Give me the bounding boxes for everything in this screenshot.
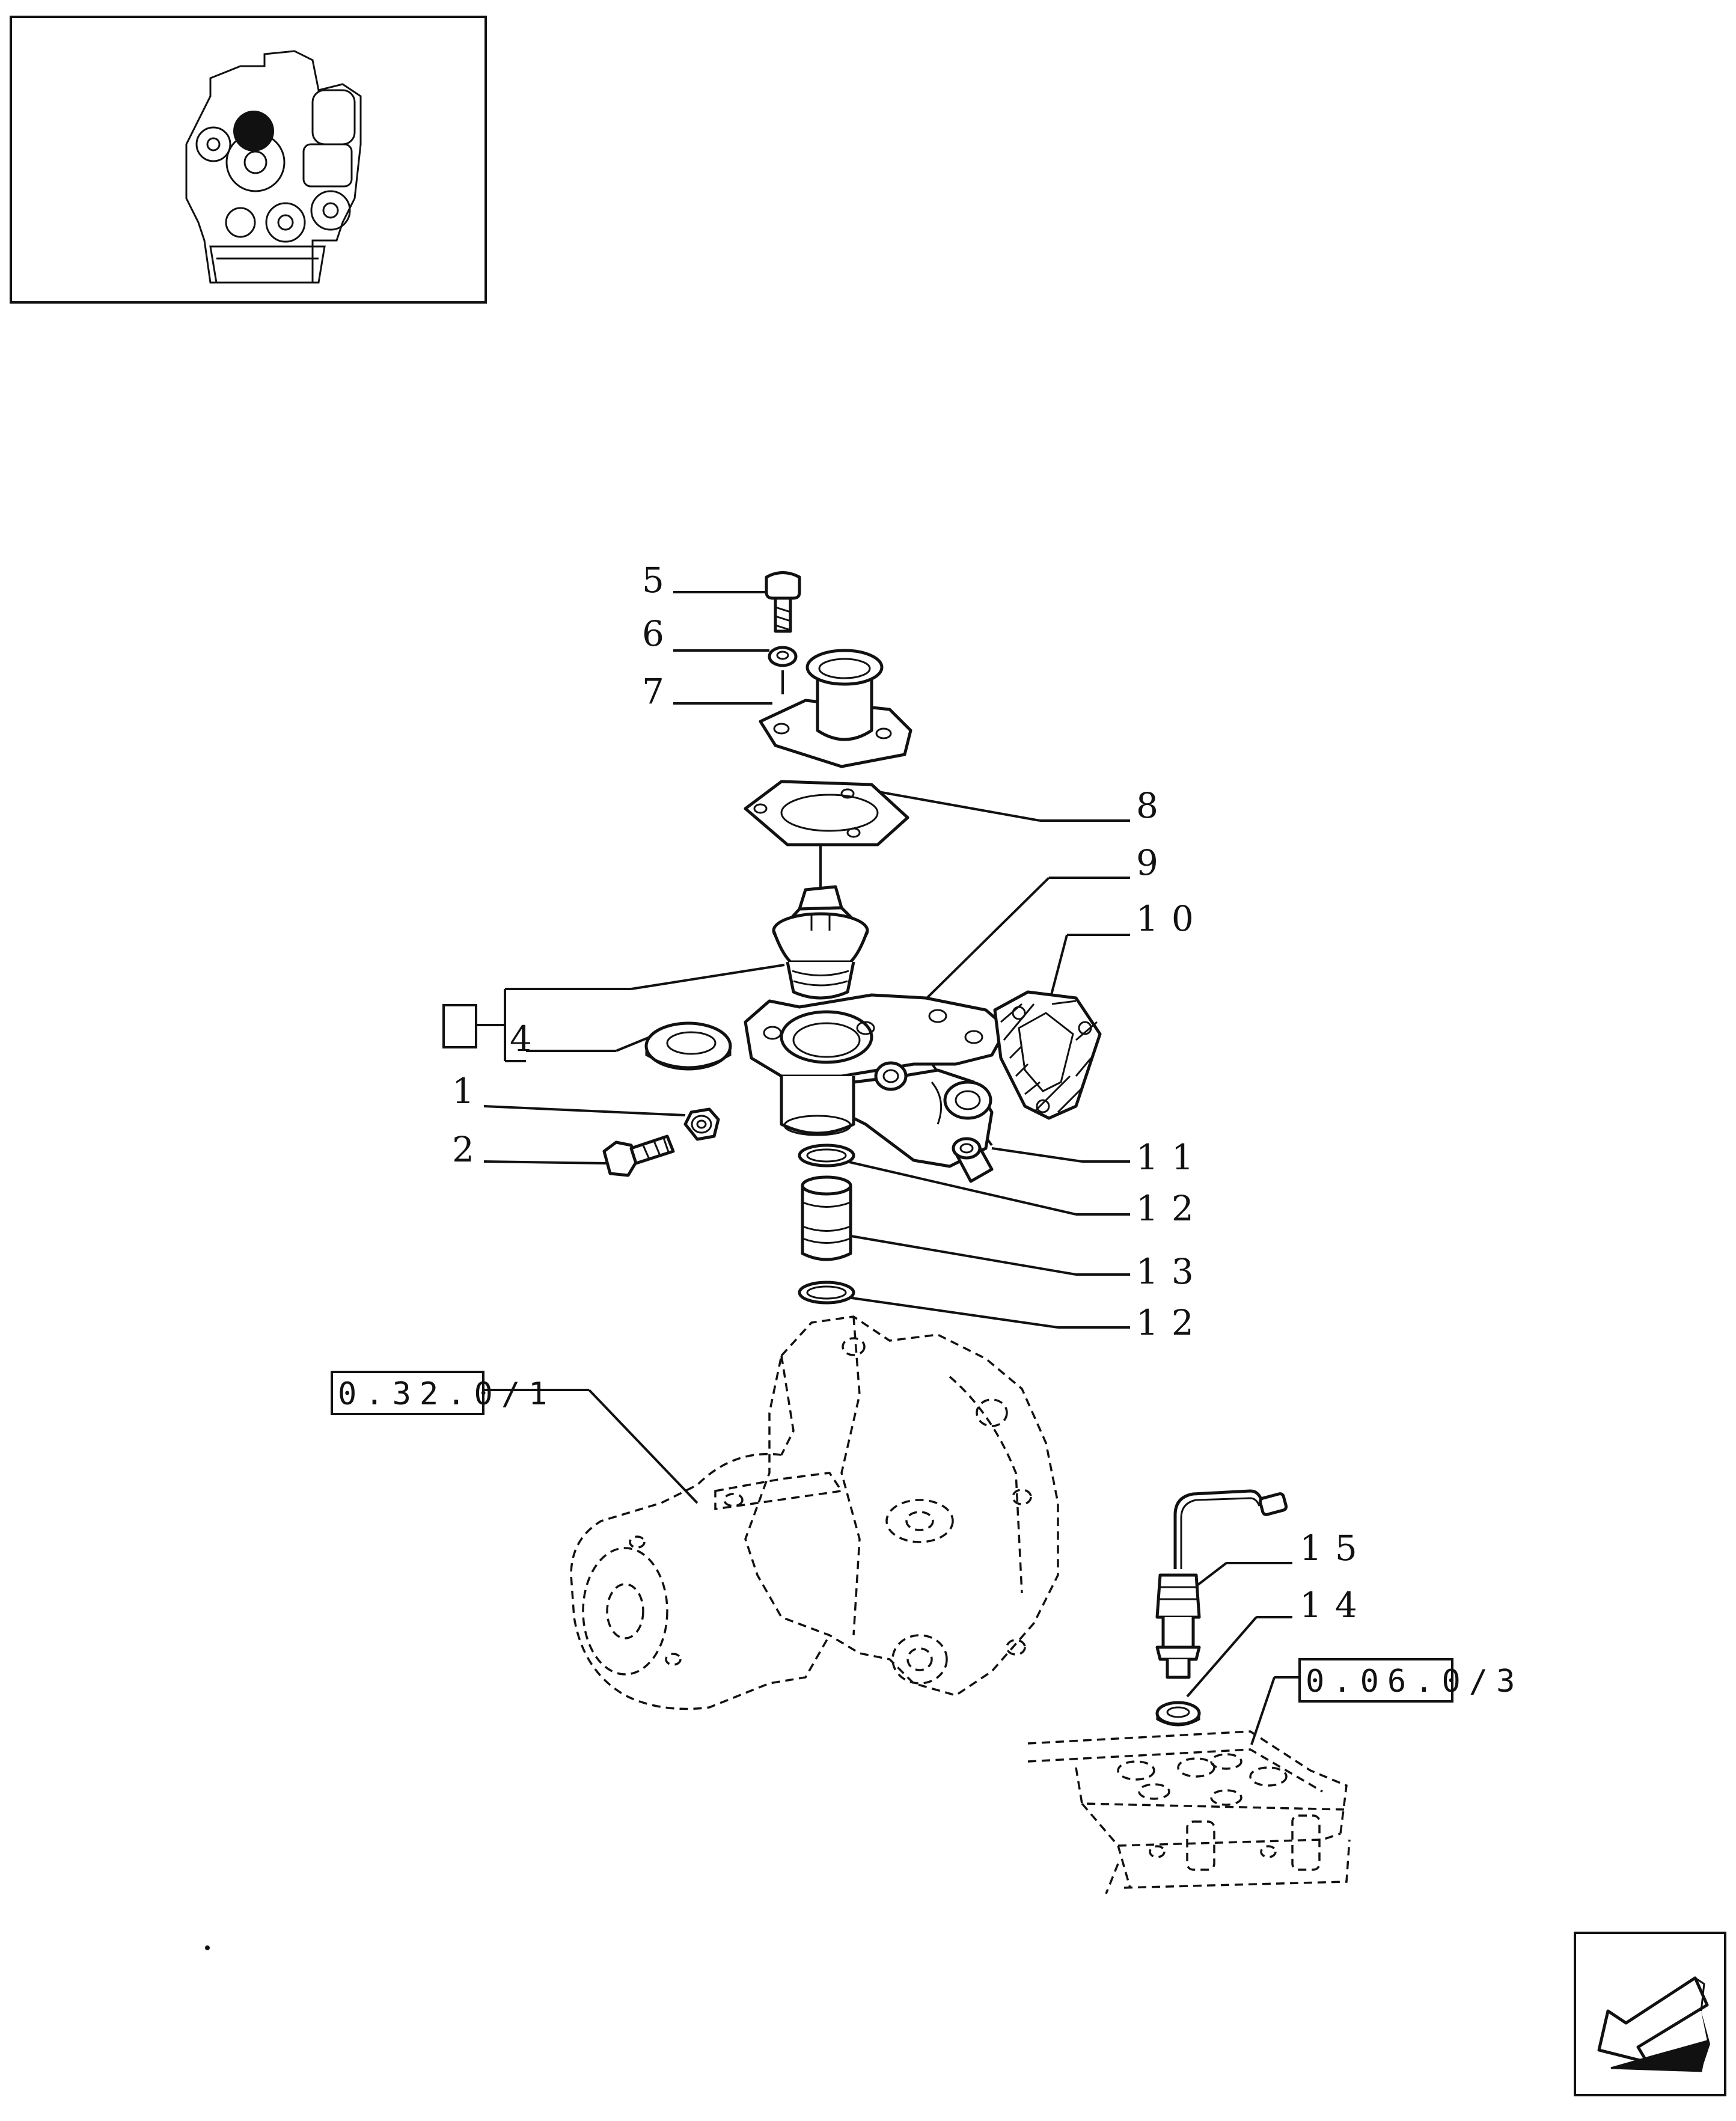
page-dot — [205, 1945, 210, 1950]
reference-water-pump[interactable]: 0.32.0/1 — [331, 1371, 555, 1415]
reference-water-pump-label: 0.32.0/1 — [338, 1376, 555, 1412]
part-7-outlet-elbow — [759, 649, 912, 768]
callout-12-lower: 12 — [1136, 1302, 1207, 1343]
previous-page-arrow-icon[interactable] — [1574, 1932, 1726, 2096]
part-11-plug — [952, 1137, 994, 1183]
water-pump-ghost — [570, 1315, 1059, 1710]
callout-8: 8 — [1136, 785, 1172, 826]
engine-outline-icon — [185, 50, 362, 284]
part-2-bolt — [602, 1134, 675, 1177]
callout-13: 13 — [1136, 1251, 1207, 1292]
callout-11: 11 — [1136, 1137, 1207, 1178]
part-6-washer — [768, 646, 798, 667]
part-12-o-ring-lower — [798, 1281, 855, 1305]
part-14-washer — [1155, 1701, 1201, 1727]
callout-1: 1 — [452, 1071, 487, 1112]
reference-cylinder-head[interactable]: 0.06.0/3 — [1298, 1658, 1523, 1703]
part-5-bolt — [765, 571, 801, 633]
callout-10: 10 — [1136, 898, 1207, 939]
reference-cylinder-head-label: 0.06.0/3 — [1306, 1663, 1523, 1700]
callout-2: 2 — [452, 1129, 487, 1170]
part-4-seal-ring — [644, 1021, 732, 1071]
part-15-temperature-sender — [1155, 1489, 1288, 1679]
part-8-gasket — [744, 780, 909, 846]
part-10-gasket — [993, 990, 1102, 1120]
cylinder-head-ghost — [1027, 1730, 1351, 1894]
callout-3-box — [442, 1004, 477, 1048]
part-1-nut — [683, 1107, 720, 1141]
callout-14: 14 — [1300, 1585, 1371, 1626]
part-13-sleeve — [801, 1175, 852, 1261]
part-12-o-ring-upper — [798, 1143, 855, 1168]
callout-4: 4 — [510, 1018, 545, 1059]
callout-7: 7 — [642, 671, 677, 712]
callout-12-upper: 12 — [1136, 1188, 1207, 1229]
engine-location-thumbnail[interactable] — [10, 16, 487, 304]
callout-15: 15 — [1300, 1528, 1371, 1569]
part-9-thermostat-housing — [744, 993, 1009, 1168]
callout-5: 5 — [642, 560, 677, 601]
callout-9: 9 — [1136, 842, 1172, 883]
callout-6: 6 — [642, 613, 677, 654]
part-3-thermostat — [772, 885, 869, 1000]
